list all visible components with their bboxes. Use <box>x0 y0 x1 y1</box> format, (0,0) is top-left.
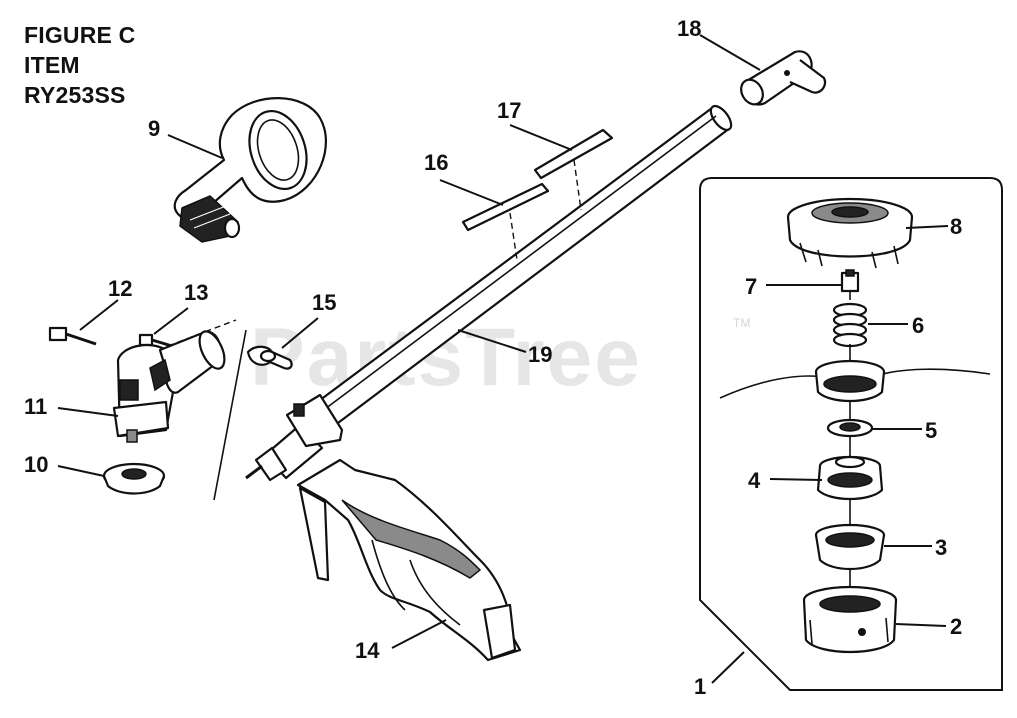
callout-10[interactable]: 10 <box>24 452 48 477</box>
part-bump-cover[interactable] <box>814 523 886 570</box>
callout-13[interactable]: 13 <box>184 280 208 305</box>
callout-15[interactable]: 15 <box>312 290 336 315</box>
callout-19[interactable]: 19 <box>528 342 552 367</box>
callout-11[interactable]: 11 <box>24 394 47 419</box>
part-eyelet[interactable] <box>840 269 860 293</box>
part-screw-12[interactable] <box>48 326 97 346</box>
callout-9[interactable]: 9 <box>148 116 160 141</box>
part-label-decal-17[interactable] <box>533 128 614 180</box>
callout-4[interactable]: 4 <box>748 468 761 493</box>
part-housing-cap[interactable] <box>786 197 914 269</box>
callout-17[interactable]: 17 <box>497 98 521 123</box>
part-shaft[interactable] <box>245 103 735 482</box>
part-bump-knob[interactable] <box>802 585 898 654</box>
part-label-decal-16[interactable] <box>461 182 550 232</box>
callout-7[interactable]: 7 <box>745 274 757 299</box>
watermark-trademark: TM <box>733 316 750 330</box>
part-handle[interactable] <box>173 97 327 243</box>
part-guard[interactable] <box>296 458 522 662</box>
callout-14[interactable]: 14 <box>355 638 380 663</box>
callout-16[interactable]: 16 <box>424 150 448 175</box>
leader-lines <box>57 34 949 684</box>
part-wing-nut[interactable] <box>246 345 293 370</box>
callout-8[interactable]: 8 <box>950 214 962 239</box>
callout-5[interactable]: 5 <box>925 418 937 443</box>
assembly-bracket <box>699 177 1003 691</box>
callout-6[interactable]: 6 <box>912 313 924 338</box>
callout-18[interactable]: 18 <box>677 16 701 41</box>
part-cup-washer[interactable] <box>102 462 166 495</box>
part-gear-head[interactable] <box>112 328 230 443</box>
item-label: ITEM <box>24 52 80 78</box>
part-spring[interactable] <box>832 302 868 348</box>
callout-3[interactable]: 3 <box>935 535 947 560</box>
figure-header: FIGURE C ITEM RY253SS <box>24 20 136 110</box>
part-spool[interactable] <box>814 359 886 402</box>
model-number: RY253SS <box>24 82 126 108</box>
callout-12[interactable]: 12 <box>108 276 132 301</box>
part-boot[interactable] <box>737 50 827 108</box>
figure-title: FIGURE C <box>24 22 136 48</box>
callout-1[interactable]: 1 <box>694 674 706 699</box>
callout-2[interactable]: 2 <box>950 614 962 639</box>
part-washer[interactable] <box>826 418 874 438</box>
part-inner-reel[interactable] <box>816 455 884 500</box>
